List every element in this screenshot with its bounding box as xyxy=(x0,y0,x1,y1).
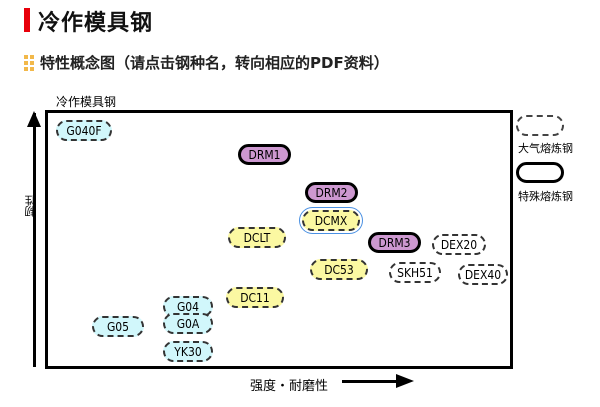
x-axis-label: 强度・耐磨性 xyxy=(250,379,329,394)
grade-link-g0a[interactable]: G0A xyxy=(163,313,213,334)
grade-link-dclt[interactable]: DCLT xyxy=(228,227,286,248)
grade-link-dcmx[interactable]: DCMX xyxy=(299,207,363,234)
grade-link-g040f[interactable]: G040F xyxy=(56,120,112,141)
bullet-icon xyxy=(24,54,34,71)
grade-link-skh51[interactable]: SKH51 xyxy=(389,262,441,283)
y-axis-line xyxy=(33,113,36,367)
page-title: 冷作模具钢 xyxy=(38,11,154,36)
section-title: 特性概念图（请点击钢种名，转向相应的PDF资料） xyxy=(24,52,389,73)
legend-swatch-special-melted xyxy=(516,162,564,183)
section-title-text: 特性概念图（请点击钢种名，转向相应的PDF资料） xyxy=(40,54,389,72)
x-axis-arrow-icon xyxy=(396,374,414,388)
grade-link-drm1[interactable]: DRM1 xyxy=(238,144,291,165)
legend-label-special-melted: 特殊熔炼钢 xyxy=(518,190,573,203)
grade-link-g05[interactable]: G05 xyxy=(92,316,144,337)
diagram-frame xyxy=(45,110,513,369)
title-accent-bar xyxy=(24,8,30,32)
grade-link-dex20[interactable]: DEX20 xyxy=(432,234,486,255)
grade-link-drm3[interactable]: DRM3 xyxy=(368,232,421,253)
grade-link-drm2[interactable]: DRM2 xyxy=(305,182,358,203)
legend-swatch-air-melted xyxy=(516,115,564,136)
y-axis-label: 韧性 xyxy=(24,195,37,217)
grade-link-yk30[interactable]: YK30 xyxy=(163,341,213,362)
diagram-caption: 冷作模具钢 xyxy=(56,95,117,109)
x-axis-line xyxy=(342,380,398,383)
grade-link-dc53[interactable]: DC53 xyxy=(310,259,368,280)
grade-link-dc11[interactable]: DC11 xyxy=(226,287,284,308)
legend-label-air-melted: 大气熔炼钢 xyxy=(518,142,573,155)
grade-link-dex40[interactable]: DEX40 xyxy=(458,264,508,285)
